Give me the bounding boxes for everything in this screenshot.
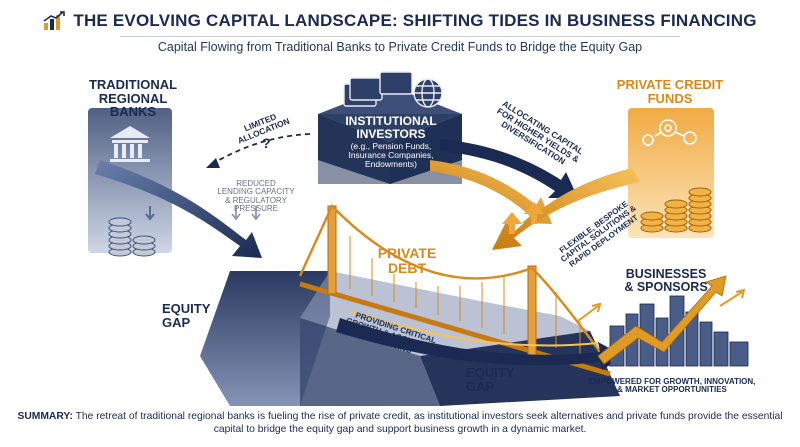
- businesses-label: BUSINESSES & SPONSORS: [624, 267, 708, 295]
- summary-text: SUMMARY: The retreat of traditional regi…: [14, 410, 786, 436]
- summary-label: SUMMARY:: [17, 411, 73, 422]
- bank-outflow-arrow: [95, 160, 262, 258]
- page-title: THE EVOLVING CAPITAL LANDSCAPE: SHIFTING…: [73, 11, 757, 30]
- coin-stack-icon: [108, 217, 156, 257]
- banks-label: TRADITIONAL REGIONAL BANKS: [88, 77, 178, 120]
- investors-to-funds-arrow-2: [430, 160, 552, 224]
- summary-body: The retreat of traditional regional bank…: [75, 411, 783, 436]
- businesses-caption: EMPOWERED FOR GROWTH, INNOVATION, & MARK…: [588, 377, 756, 395]
- funds-label: PRIVATE CREDIT FUNDS: [616, 77, 724, 106]
- funds-outflow-arrow: [492, 168, 640, 250]
- page-subtitle: Capital Flowing from Traditional Banks t…: [157, 40, 643, 54]
- bar-chart-icon: [43, 11, 66, 30]
- equity-gap-chasm: [200, 271, 330, 406]
- reduced-lending-label: REDUCED LENDING CAPACITY & REGULATORY PR…: [217, 179, 295, 214]
- bridge-flow-arrow: [336, 318, 624, 370]
- question-mark: ?: [262, 135, 271, 151]
- globe-icon: [413, 78, 443, 108]
- capital-flow-diagram: TRADITIONAL REGIONAL BANKS INSTITUTIONAL…: [0, 56, 800, 406]
- equity-gap-bottom-label: EQUITY GAP: [466, 365, 515, 394]
- title-divider: [120, 36, 680, 37]
- gear-icon: [642, 119, 697, 146]
- bridge-icon: [298, 203, 611, 377]
- investors-label: INSTITUTIONAL INVESTORS (e.g., Pension F…: [345, 114, 437, 170]
- diagram-illustration: [88, 71, 749, 406]
- title-row: THE EVOLVING CAPITAL LANDSCAPE: SHIFTING…: [0, 8, 800, 34]
- private-debt-label: PRIVATE DEBT: [377, 245, 437, 276]
- bank-icon: [110, 126, 150, 162]
- equity-gap-left-label: EQUITY GAP: [162, 301, 211, 330]
- growth-arrow-icon: [597, 275, 727, 365]
- investors-to-funds-arrow-1: [440, 139, 578, 198]
- limited-allocation-arrow: [211, 133, 311, 165]
- cash-stack-icon: [343, 71, 413, 107]
